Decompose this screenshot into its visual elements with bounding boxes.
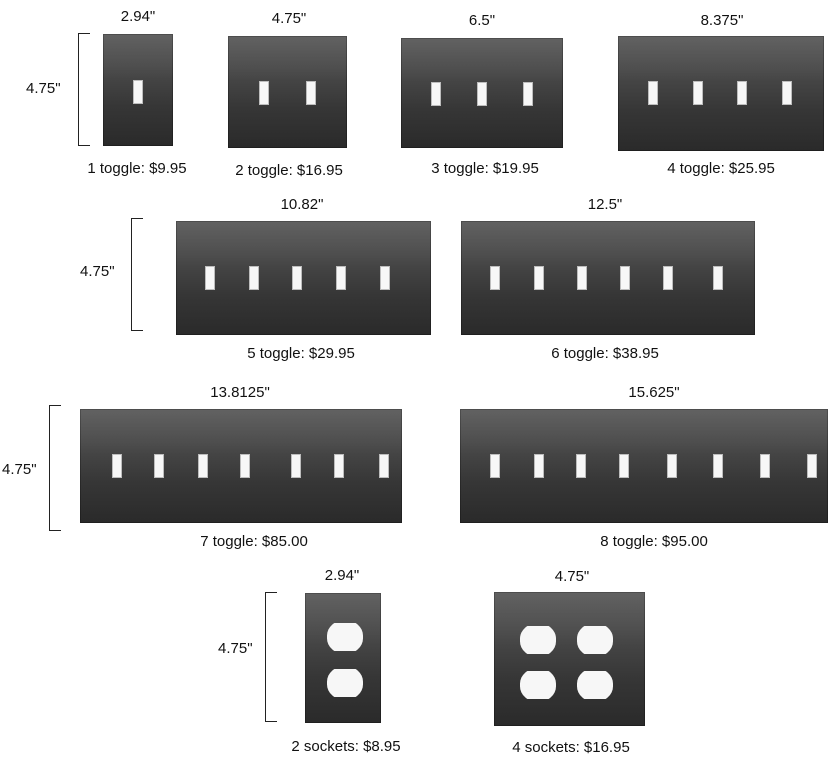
- toggle-slot: [663, 266, 673, 290]
- price-label-7-toggle: 7 toggle: $85.00: [200, 533, 308, 550]
- toggle-slot: [667, 454, 677, 478]
- price-label-4-toggle: 4 toggle: $25.95: [667, 160, 775, 177]
- price-label-1-toggle: 1 toggle: $9.95: [87, 160, 187, 177]
- toggle-slot: [534, 454, 544, 478]
- width-label-7-toggle: 13.8125": [210, 384, 270, 401]
- toggle-slot: [760, 454, 770, 478]
- price-label-8-toggle: 8 toggle: $95.00: [600, 533, 708, 550]
- width-label-5-toggle: 10.82": [280, 196, 324, 213]
- height-label-5-toggle: 4.75": [80, 263, 115, 280]
- toggle-slot: [490, 454, 500, 478]
- toggle-slot: [291, 454, 301, 478]
- toggle-slot: [576, 454, 586, 478]
- height-bracket-1-toggle: [78, 33, 90, 146]
- toggle-slot: [334, 454, 344, 478]
- toggle-slot: [713, 266, 723, 290]
- width-label-4-sockets: 4.75": [554, 568, 590, 585]
- toggle-slot: [249, 266, 259, 290]
- height-bracket-2-sockets: [265, 592, 277, 722]
- toggle-slot: [380, 266, 390, 290]
- height-bracket-5-toggle: [131, 218, 143, 331]
- toggle-slot: [782, 81, 792, 105]
- toggle-slot: [713, 454, 723, 478]
- height-label-2-sockets: 4.75": [218, 640, 253, 657]
- toggle-slot: [534, 266, 544, 290]
- toggle-slot: [490, 266, 500, 290]
- plate-1-toggle: [103, 34, 173, 146]
- outlet-socket: [327, 623, 363, 651]
- width-label-2-toggle: 4.75": [271, 10, 307, 27]
- toggle-slot: [154, 454, 164, 478]
- toggle-slot: [336, 266, 346, 290]
- toggle-slot: [619, 454, 629, 478]
- plate-4-toggle: [618, 36, 824, 151]
- toggle-slot: [431, 82, 441, 106]
- outlet-socket: [577, 671, 613, 699]
- width-label-1-toggle: 2.94": [120, 8, 156, 25]
- toggle-slot: [648, 81, 658, 105]
- toggle-slot: [306, 81, 316, 105]
- outlet-socket: [327, 669, 363, 697]
- toggle-slot: [240, 454, 250, 478]
- width-label-4-toggle: 8.375": [700, 12, 744, 29]
- height-label-1-toggle: 4.75": [26, 80, 61, 97]
- plate-2-toggle: [228, 36, 347, 148]
- plate-5-toggle: [176, 221, 431, 335]
- width-label-3-toggle: 6.5": [468, 12, 496, 29]
- plate-3-toggle: [401, 38, 563, 148]
- outlet-socket: [577, 626, 613, 654]
- height-bracket-7-toggle: [49, 405, 61, 531]
- toggle-slot: [620, 266, 630, 290]
- toggle-slot: [577, 266, 587, 290]
- toggle-slot: [205, 266, 215, 290]
- width-label-2-sockets: 2.94": [324, 567, 360, 584]
- toggle-slot: [379, 454, 389, 478]
- toggle-slot: [737, 81, 747, 105]
- width-label-6-toggle: 12.5": [587, 196, 623, 213]
- price-label-2-sockets: 2 sockets: $8.95: [291, 738, 401, 755]
- toggle-slot: [693, 81, 703, 105]
- price-label-5-toggle: 5 toggle: $29.95: [247, 345, 355, 362]
- toggle-slot: [133, 80, 143, 104]
- plate-2-sockets: [305, 593, 381, 723]
- toggle-slot: [807, 454, 817, 478]
- price-label-2-toggle: 2 toggle: $16.95: [235, 162, 343, 179]
- plate-7-toggle: [80, 409, 402, 523]
- plate-6-toggle: [461, 221, 755, 335]
- price-label-4-sockets: 4 sockets: $16.95: [512, 739, 630, 756]
- height-label-7-toggle: 4.75": [2, 461, 37, 478]
- toggle-slot: [198, 454, 208, 478]
- outlet-socket: [520, 671, 556, 699]
- outlet-socket: [520, 626, 556, 654]
- toggle-slot: [112, 454, 122, 478]
- toggle-slot: [523, 82, 533, 106]
- width-label-8-toggle: 15.625": [628, 384, 680, 401]
- toggle-slot: [292, 266, 302, 290]
- plate-4-sockets: [494, 592, 645, 726]
- plate-8-toggle: [460, 409, 828, 523]
- toggle-slot: [477, 82, 487, 106]
- toggle-slot: [259, 81, 269, 105]
- price-label-6-toggle: 6 toggle: $38.95: [551, 345, 659, 362]
- price-label-3-toggle: 3 toggle: $19.95: [431, 160, 539, 177]
